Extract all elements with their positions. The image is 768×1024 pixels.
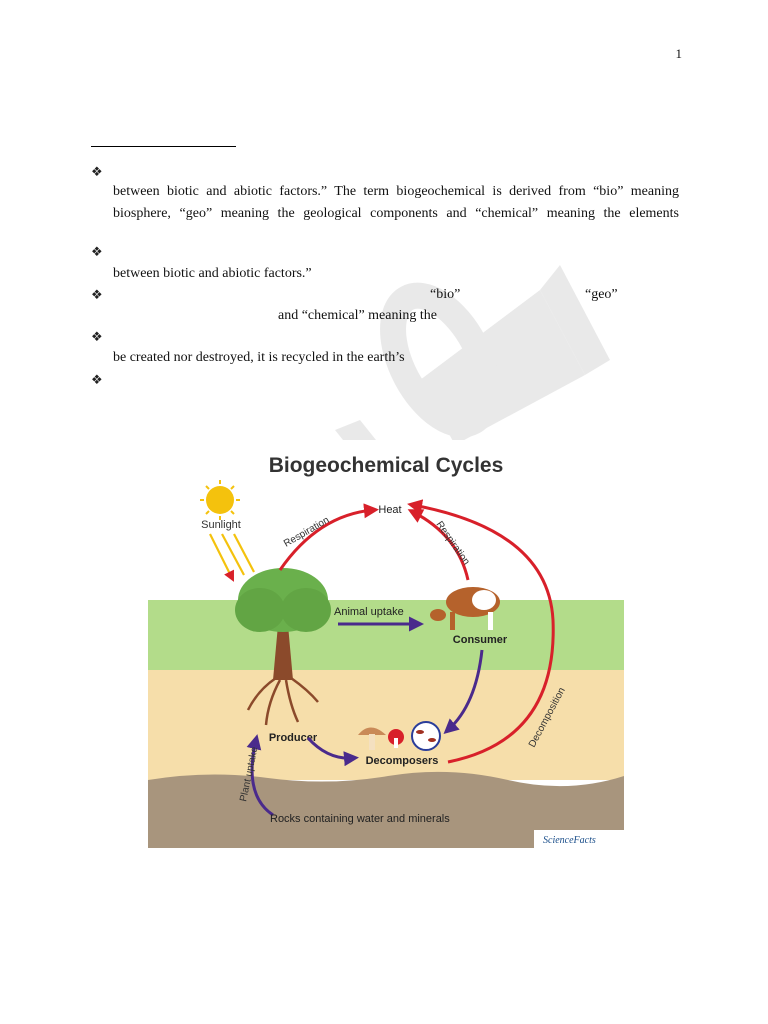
respiration-left-arrow xyxy=(278,503,379,571)
grass-layer xyxy=(148,600,624,670)
label-rocks: Rocks containing water and minerals xyxy=(270,813,450,825)
paragraph-2-line-1: between biotic and abiotic factors.” xyxy=(113,266,312,281)
respiration-right-arrow xyxy=(407,509,470,581)
rock-layer xyxy=(148,771,624,848)
paragraph-3-geo: “geo” xyxy=(585,287,618,302)
paragraph-3-bio: “bio” xyxy=(430,287,461,302)
paragraph-3-line-2: and “chemical” meaning the xyxy=(278,308,437,323)
sun-icon xyxy=(200,480,240,520)
label-heat: Heat xyxy=(378,504,401,516)
figure-title: Biogeochemical Cycles xyxy=(269,454,504,477)
label-decomposers: Decomposers xyxy=(366,755,439,767)
bullet-3: ❖ xyxy=(91,287,103,302)
cow-icon xyxy=(430,587,500,630)
label-consumer: Consumer xyxy=(453,634,508,646)
producer-to-decomposers-arrow xyxy=(306,736,359,767)
plant-uptake-arrow xyxy=(246,734,274,817)
decomposition-arrow xyxy=(407,499,555,764)
sun-rays xyxy=(209,533,255,582)
bullet-1: ❖ xyxy=(91,164,103,179)
bullet-4: ❖ xyxy=(91,329,103,344)
tree-icon xyxy=(235,568,331,726)
label-producer: Producer xyxy=(269,732,318,744)
consumer-to-decomposers-arrow xyxy=(443,649,484,734)
paragraph-4-line-1: be created nor destroyed, it is recycled… xyxy=(113,350,405,365)
biogeochemical-cycles-figure: Biogeochemical Cycles Sunlight Producer … xyxy=(148,440,624,848)
mushroom-icon xyxy=(358,727,404,750)
paragraph-1-line-1: between biotic and abiotic factors.” The… xyxy=(113,184,679,199)
section-rule xyxy=(91,146,236,147)
label-sunlight: Sunlight xyxy=(201,519,241,531)
bullet-2: ❖ xyxy=(91,244,103,259)
bacteria-icon xyxy=(411,721,441,751)
credit-badge xyxy=(534,830,624,848)
bullet-5: ❖ xyxy=(91,372,103,387)
page-number: 1 xyxy=(675,46,683,61)
label-animal-uptake: Animal uptake xyxy=(334,606,404,618)
paragraph-1-line-2: biosphere, “geo” meaning the geological … xyxy=(113,206,679,221)
label-credit: ScienceFacts xyxy=(543,835,596,846)
